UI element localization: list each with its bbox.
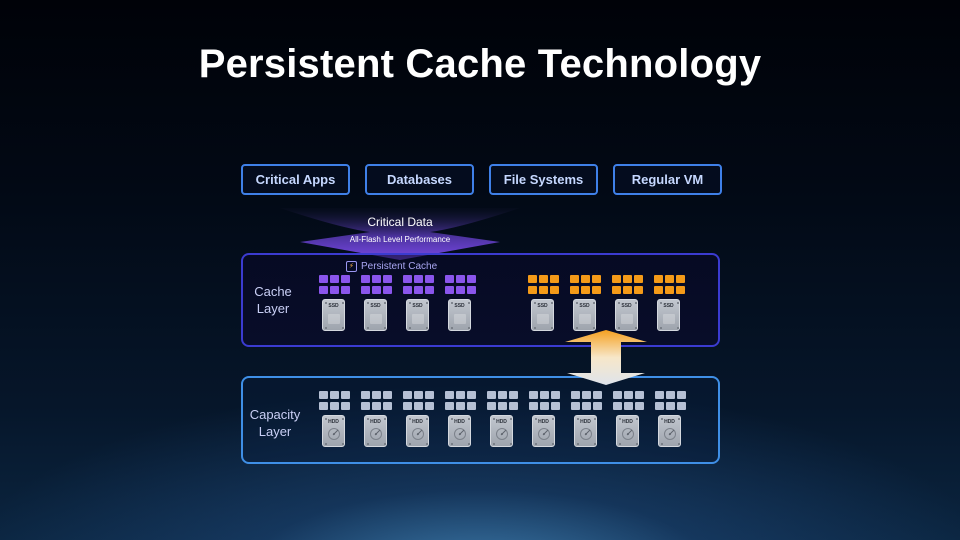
cache-layer-label-line1: Cache xyxy=(254,284,292,299)
capacity-layer-box xyxy=(241,376,720,464)
hdd-drive-icon: HDD xyxy=(322,415,345,447)
hdd-capacity-blocks xyxy=(445,391,476,410)
ssd-drive-icon: SSD xyxy=(573,299,596,331)
hdd-capacity-blocks xyxy=(655,391,686,410)
hdd-drive-icon: HDD xyxy=(616,415,639,447)
ssd-drive-icon: SSD xyxy=(531,299,554,331)
ssd-cache-blocks-orange xyxy=(612,275,643,294)
capacity-layer-label-line1: Capacity xyxy=(249,407,301,422)
critical-data-funnel xyxy=(280,208,520,260)
capacity-layer-label: Capacity Layer xyxy=(240,406,310,440)
hdd-capacity-blocks xyxy=(319,391,350,410)
ssd-drive-icon: SSD xyxy=(364,299,387,331)
workload-tags: Critical Apps Databases File Systems Reg… xyxy=(241,164,722,195)
hdd-capacity-blocks xyxy=(571,391,602,410)
ssd-cache-blocks-orange xyxy=(654,275,685,294)
hdd-capacity-blocks xyxy=(529,391,560,410)
cache-layer-box xyxy=(241,253,720,347)
ssd-drive-icon: SSD xyxy=(448,299,471,331)
ssd-cache-blocks-purple xyxy=(445,275,476,294)
funnel-title: Critical Data xyxy=(367,215,433,229)
tag-file-systems: File Systems xyxy=(489,164,598,195)
tag-regular-vm: Regular VM xyxy=(613,164,722,195)
ssd-cache-blocks-orange xyxy=(528,275,559,294)
ssd-cache-blocks-purple xyxy=(319,275,350,294)
hdd-capacity-blocks xyxy=(613,391,644,410)
hdd-drive-icon: HDD xyxy=(406,415,429,447)
ssd-cache-blocks-orange xyxy=(570,275,601,294)
ssd-cache-blocks-purple xyxy=(403,275,434,294)
tag-databases: Databases xyxy=(365,164,474,195)
ssd-drive-icon: SSD xyxy=(406,299,429,331)
hdd-capacity-blocks xyxy=(487,391,518,410)
page-title: Persistent Cache Technology xyxy=(198,42,762,86)
tag-critical-apps: Critical Apps xyxy=(241,164,350,195)
persistent-cache-icon: ⚡ xyxy=(346,260,357,272)
hdd-drive-icon: HDD xyxy=(364,415,387,447)
ssd-drive-icon: SSD xyxy=(657,299,680,331)
ssd-drive-icon: SSD xyxy=(615,299,638,331)
hdd-drive-icon: HDD xyxy=(532,415,555,447)
persistent-cache-label: ⚡ Persistent Cache xyxy=(346,259,437,273)
hdd-drive-icon: HDD xyxy=(448,415,471,447)
hdd-drive-icon: HDD xyxy=(490,415,513,447)
cache-layer-label-line2: Layer xyxy=(256,301,290,316)
hdd-capacity-blocks xyxy=(361,391,392,410)
hdd-drive-icon: HDD xyxy=(658,415,681,447)
ssd-drive-icon: SSD xyxy=(322,299,345,331)
hdd-capacity-blocks xyxy=(403,391,434,410)
tiering-arrow xyxy=(565,330,647,385)
funnel-subtitle: All-Flash Level Performance xyxy=(349,235,451,244)
capacity-layer-label-line2: Layer xyxy=(258,424,292,439)
cache-layer-label: Cache Layer xyxy=(238,283,308,317)
hdd-drive-icon: HDD xyxy=(574,415,597,447)
ssd-cache-blocks-purple xyxy=(361,275,392,294)
persistent-cache-text: Persistent Cache xyxy=(361,260,438,272)
